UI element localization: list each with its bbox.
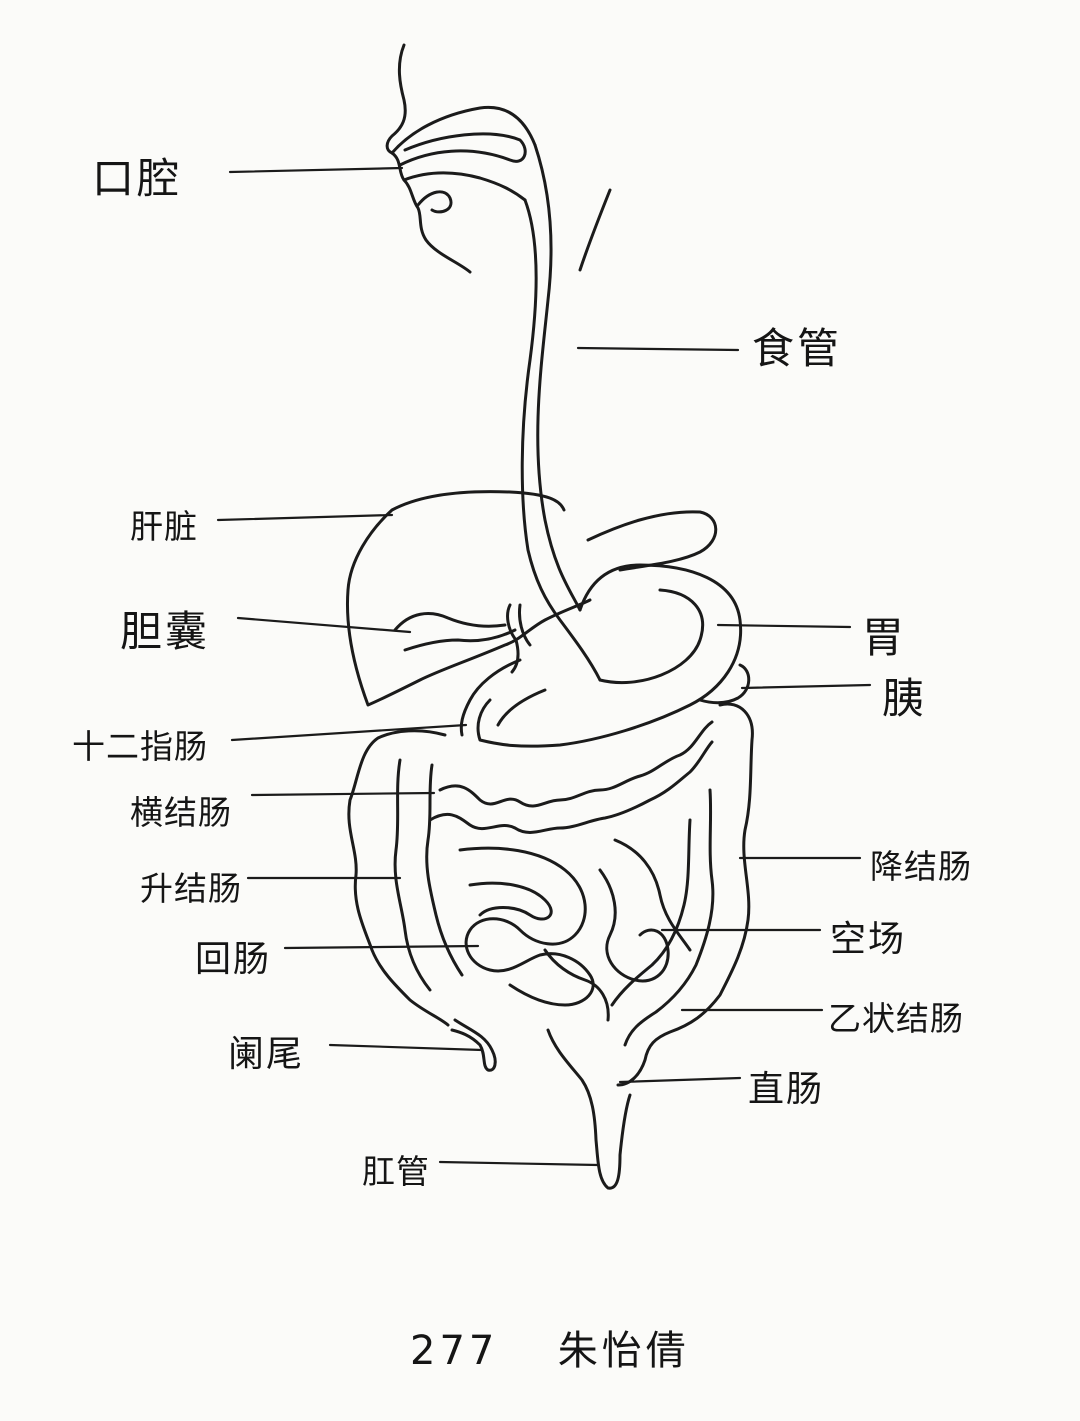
transverse-colon-shape xyxy=(428,720,714,834)
label-esophagus: 食管 xyxy=(752,324,843,373)
label-transverse-colon: 横结肠 xyxy=(130,793,232,832)
leader-liver xyxy=(216,513,394,522)
leader-rectum xyxy=(618,1076,742,1084)
label-mouth: 口腔 xyxy=(92,154,183,203)
esophagus-tube xyxy=(520,143,602,682)
leader-duodenum xyxy=(230,723,468,742)
label-sigmoid-colon: 乙状结肠 xyxy=(828,999,964,1038)
leader-ileum xyxy=(283,944,480,950)
oral-cavity xyxy=(390,105,537,214)
label-appendix: 阑尾 xyxy=(228,1034,305,1075)
leader-pancreas xyxy=(740,683,872,690)
rectum-anus-shape xyxy=(546,1028,632,1190)
leader-gallbladder xyxy=(236,616,412,634)
signature-number: 277 xyxy=(410,1328,499,1374)
label-liver: 肝脏 xyxy=(130,507,198,546)
ascending-colon-shape xyxy=(393,758,464,992)
leader-stomach xyxy=(716,623,852,629)
label-descending-colon: 降结肠 xyxy=(870,847,972,886)
label-stomach: 胃 xyxy=(862,613,908,662)
descending-colon-shape xyxy=(610,788,715,1047)
small-intestine-coils xyxy=(458,838,692,1022)
face-profile xyxy=(385,43,472,274)
leader-esophagus xyxy=(576,346,740,352)
large-intestine-frame xyxy=(347,702,754,1087)
duodenum-shape xyxy=(459,658,547,737)
label-duodenum: 十二指肠 xyxy=(72,727,208,766)
label-ileum: 回肠 xyxy=(195,939,272,980)
label-jejunum: 空场 xyxy=(830,919,907,960)
liver-shape xyxy=(345,490,718,707)
leader-transverse-colon xyxy=(250,791,436,797)
label-gallbladder: 胆囊 xyxy=(120,607,211,656)
label-pancreas: 胰 xyxy=(882,674,928,723)
appendix-shape xyxy=(450,1018,497,1072)
label-ascending-colon: 升结肠 xyxy=(140,869,242,908)
leader-anus xyxy=(438,1160,600,1167)
gallbladder-shape xyxy=(393,603,532,674)
label-anus: 肛管 xyxy=(362,1152,430,1191)
leader-appendix xyxy=(328,1043,484,1052)
signature: 277 朱怡倩 xyxy=(410,1318,690,1376)
leader-mouth xyxy=(228,166,404,174)
signature-name: 朱怡倩 xyxy=(557,1328,690,1374)
stomach-shape xyxy=(476,563,743,748)
label-rectum: 直肠 xyxy=(748,1069,825,1110)
throat-line xyxy=(578,188,612,272)
pancreas-shape xyxy=(698,663,751,705)
